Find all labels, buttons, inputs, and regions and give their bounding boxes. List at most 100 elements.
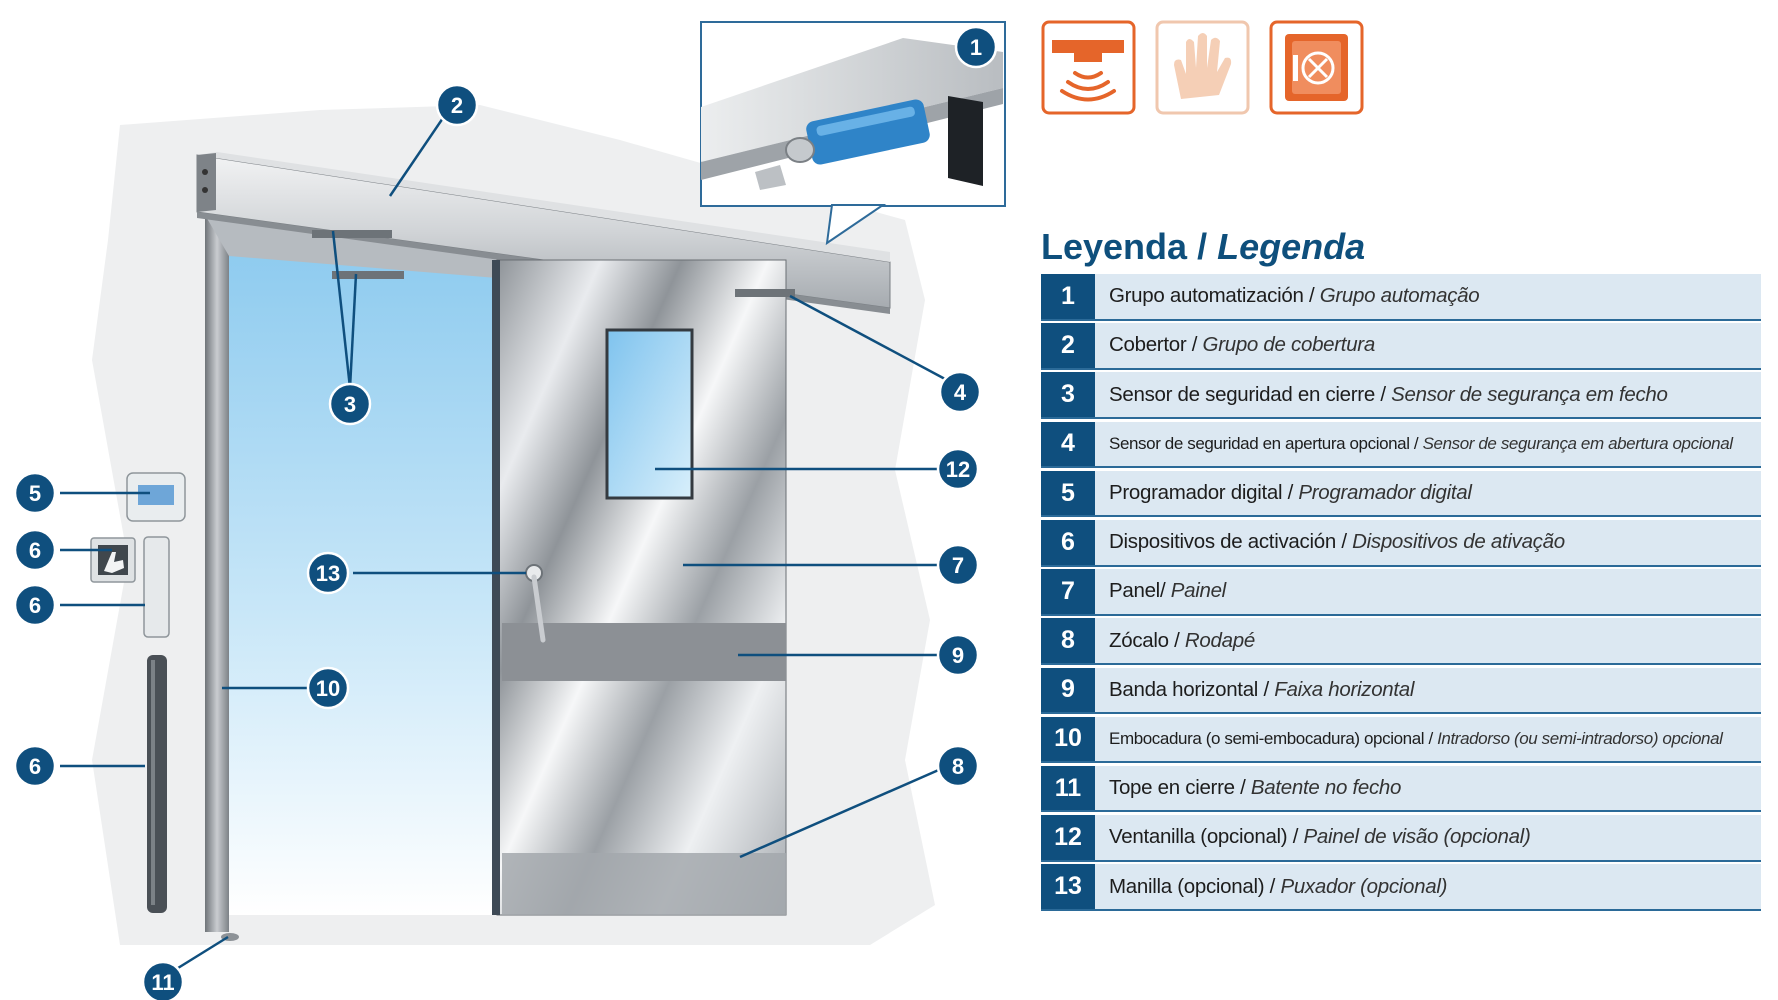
legend-text-pt: Sensor de segurança em fecho: [1391, 382, 1668, 406]
svg-text:6: 6: [29, 754, 41, 779]
legend-text-es: Dispositivos de activación: [1109, 530, 1336, 554]
legend-text-pt: Painel de visão (opcional): [1303, 825, 1531, 849]
svg-text:11: 11: [151, 970, 174, 995]
legend-text: Manilla (opcional) / Puxador (opcional): [1109, 864, 1447, 909]
legend-number: 8: [1041, 618, 1095, 663]
door-leaf-edge: [492, 260, 500, 915]
header-beam-end: [197, 153, 216, 212]
legend-text-es: Tope en cierre: [1109, 776, 1235, 800]
legend-number: 10: [1041, 716, 1095, 762]
legend-text: Panel/ Painel: [1109, 569, 1226, 614]
legend-text: Sensor de seguridad en cierre / Sensor d…: [1109, 372, 1668, 417]
legend-row: 4 Sensor de seguridad en apertura opciona…: [1041, 421, 1761, 469]
callout-6b: 6: [13, 583, 57, 627]
legend-text-es: Manilla (opcional): [1109, 874, 1265, 898]
header-screw: [202, 187, 208, 193]
legend-number: 1: [1041, 274, 1095, 319]
legend-number: 3: [1041, 372, 1095, 417]
vision-window: [605, 328, 694, 500]
legend-text: Dispositivos de activación / Dispositivo…: [1109, 520, 1565, 565]
legend-text-pt: Sensor de segurança em abertura opcional: [1422, 433, 1733, 453]
legend-number: 13: [1041, 864, 1095, 909]
inset-motor-highlight: [816, 106, 915, 136]
closing-sensor-a: [312, 230, 392, 238]
inset-bracket: [755, 165, 786, 190]
legend-row: 9 Banda horizontal / Faixa horizontal: [1041, 667, 1761, 715]
glass-opening: [229, 250, 492, 915]
legend-text-es: Sensor de seguridad en cierre: [1109, 382, 1375, 406]
svg-text:7: 7: [952, 553, 964, 578]
legend-text: Embocadura (o semi-embocadura) opcional …: [1109, 717, 1723, 762]
legend-text-es: Sensor de seguridad en apertura opcional: [1109, 433, 1410, 453]
legend-row: 10 Embocadura (o semi-embocadura) opciona…: [1041, 716, 1761, 764]
svg-text:8: 8: [952, 754, 964, 779]
legend-text-separator: /: [1258, 677, 1275, 701]
legend-text-es: Ventanilla (opcional): [1109, 825, 1288, 849]
motion-sensor-icon: [1041, 20, 1136, 115]
callout-9: 9: [936, 633, 980, 677]
callout-7: 7: [936, 543, 980, 587]
door-handle-lever: [531, 574, 546, 643]
legend-text-separator: /: [1303, 284, 1320, 308]
opening-sensor: [735, 289, 795, 297]
legend-text-pt: Painel: [1170, 579, 1226, 603]
legend-text-pt: Dispositivos de ativação: [1352, 530, 1565, 554]
callout-2: 2: [435, 83, 479, 127]
legend-text: Ventanilla (opcional) / Painel de visão …: [1109, 815, 1531, 860]
legend-text: Sensor de seguridad en apertura opcional…: [1109, 422, 1733, 467]
legend-number: 9: [1041, 667, 1095, 713]
legend-text-pt: Intradorso (ou semi-intradorso) opcional: [1437, 728, 1723, 748]
digital-programmer-screen: [138, 485, 174, 505]
legend-number: 6: [1041, 519, 1095, 565]
horizontal-band: [502, 623, 786, 681]
legend-number: 7: [1041, 569, 1095, 614]
legend-text-separator: /: [1168, 628, 1185, 652]
kick-plate: [502, 853, 786, 915]
callout-10: 10: [306, 666, 350, 710]
callout-4: 4: [938, 370, 982, 414]
svg-text:6: 6: [29, 538, 41, 563]
left-jamb: [205, 215, 229, 932]
callout-5: 5: [13, 471, 57, 515]
svg-text:4: 4: [954, 380, 967, 405]
legend-text-separator: /: [1335, 530, 1353, 554]
legend-text-pt: Puxador (opcional): [1280, 874, 1448, 898]
activation-bar-sensor: [147, 655, 167, 913]
hand-icon: [104, 552, 124, 573]
legend-row: 7 Panel/ Painel: [1041, 569, 1761, 616]
legend-text-pt: Faixa horizontal: [1274, 677, 1415, 701]
legend-text-es: Embocadura (o semi-embocadura) opcional: [1109, 728, 1425, 748]
legend-text-pt: Batente no fecho: [1250, 776, 1402, 800]
legend-text-pt: Rodapé: [1184, 628, 1255, 652]
legend-text-es: Programador digital: [1109, 481, 1283, 505]
legend-row: 1 Grupo automatización / Grupo automação: [1041, 274, 1761, 321]
svg-text:1: 1: [970, 35, 982, 60]
svg-text:5: 5: [29, 481, 41, 506]
activation-column-sensor: [143, 536, 170, 638]
svg-text:3: 3: [344, 392, 356, 417]
legend-text: Banda horizontal / Faixa horizontal: [1109, 668, 1414, 713]
legend-text-separator: /: [1374, 382, 1392, 406]
inset-end-cap: [948, 96, 983, 186]
legend-number: 4: [1041, 421, 1095, 467]
inset-track-top: [701, 38, 1003, 162]
callout-6a: 6: [13, 528, 57, 572]
legend-text-separator: /: [1409, 433, 1423, 453]
callout-1: 1: [954, 25, 998, 69]
legend-text: Grupo automatización / Grupo automação: [1109, 274, 1480, 319]
legend-row: 3 Sensor de seguridad en cierre / Sensor …: [1041, 372, 1761, 419]
legend-text-separator: /: [1234, 776, 1251, 800]
inset-gear: [785, 137, 815, 163]
callout-6c: 6: [13, 744, 57, 788]
legend-row: 13 Manilla (opcional) / Puxador (opcional…: [1041, 864, 1761, 911]
closing-sensor-b: [332, 271, 404, 279]
header-screw: [202, 169, 208, 175]
